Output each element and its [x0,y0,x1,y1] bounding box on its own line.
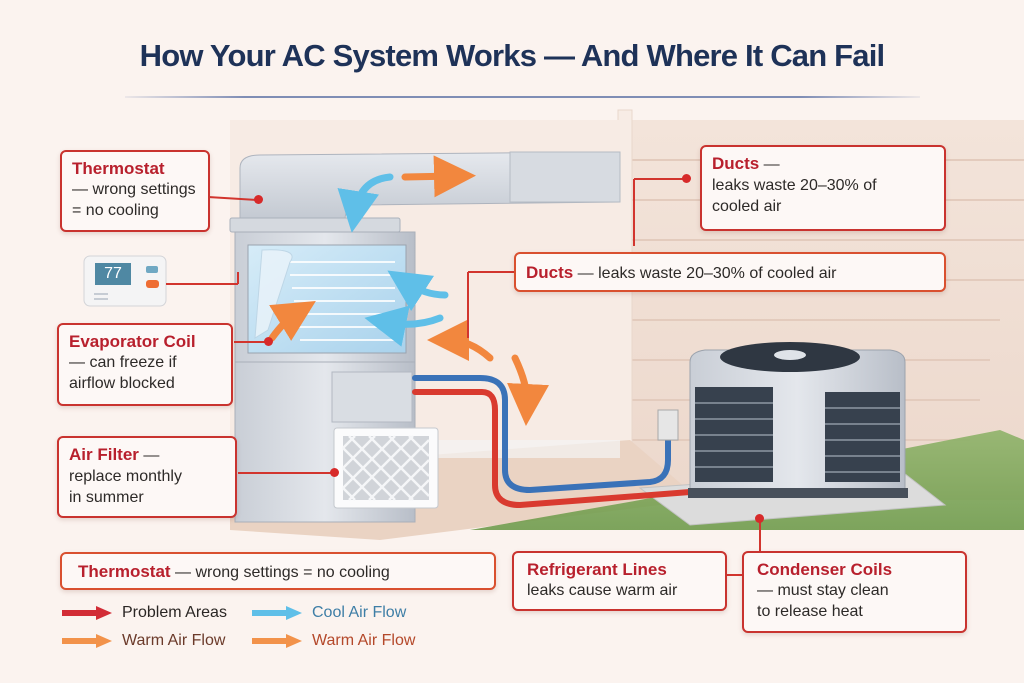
supply-duct [229,151,621,233]
callout-heading-suffix: — [759,156,780,173]
orange-arrow-icon [62,634,112,648]
callout-line: in summer [69,489,144,506]
callout-ducts-wide: Ducts — leaks waste 20–30% of cooled air [514,252,946,292]
legend: Problem Areas Cool Air Flow Warm Air Flo… [62,604,482,654]
filter-pointer-dot [330,468,339,477]
page-title: How Your AC System Works — And Where It … [139,38,886,73]
orange-arrow-icon [252,634,302,648]
legend-label: Problem Areas [122,604,227,621]
legend-item-warm-air-flow-2: Warm Air Flow [252,632,415,650]
callout-evaporator-coil: Evaporator Coil — can freeze if airflow … [57,323,233,406]
callout-heading: Thermostat [72,159,165,178]
legend-item-cool-air-flow: Cool Air Flow [252,604,406,622]
callout-line: — can freeze if [69,354,177,371]
thermostat-pointer-dot [254,195,263,204]
condenser-pointer-dot [755,514,764,523]
callout-line: leaks cause warm air [527,582,678,599]
callout-heading: Ducts [712,154,760,173]
legend-item-problem-areas: Problem Areas [62,604,227,622]
callout-line: — wrong settings [72,181,196,198]
callout-line: airflow blocked [69,375,175,392]
thermostat-device [83,255,167,307]
callout-refrigerant-lines: Refrigerant Lines leaks cause warm air [512,551,727,611]
evaporator-pointer-dot [264,337,273,346]
legend-item-warm-air-flow: Warm Air Flow [62,632,225,650]
red-arrow-icon [62,606,112,620]
callout-heading: Air Filter [69,445,139,464]
callout-thermostat: Thermostat — wrong settings = no cooling [60,150,210,232]
callout-heading: Refrigerant Lines [527,560,667,579]
callout-heading: Ducts [526,263,574,282]
warm-air-arrows [268,155,550,426]
callout-thermostat-wide: Thermostat — wrong settings = no cooling [60,552,496,590]
callout-line: to release heat [757,603,863,620]
callout-text: — wrong settings = no cooling [170,564,390,581]
legend-label: Warm Air Flow [312,632,416,649]
condenser-unit [688,342,908,498]
callout-heading-suffix: — [138,447,160,464]
callout-ducts-top: Ducts — leaks waste 20–30% of cooled air [700,145,946,231]
callout-text: — leaks waste 20–30% of cooled air [573,265,837,282]
callout-heading: Thermostat [78,562,171,581]
title-divider [125,96,920,98]
callout-air-filter: Air Filter — replace monthly in summer [57,436,237,518]
legend-label: Cool Air Flow [312,604,407,621]
air-handler [234,231,439,523]
blue-arrow-icon [252,606,302,620]
callout-line: = no cooling [72,202,159,219]
callout-heading: Evaporator Coil [69,332,196,351]
refrigerant-lines [412,375,693,509]
legend-label: Warm Air Flow [122,632,226,649]
callout-line: replace monthly [69,468,182,485]
callout-line: leaks waste 20–30% of [712,177,877,194]
callout-line: cooled air [712,198,782,215]
callout-line: — must stay clean [757,582,889,599]
callout-condenser-coils: Condenser Coils — must stay clean to rel… [742,551,967,633]
callout-heading: Condenser Coils [757,560,893,579]
ducts-pointer-dot [682,174,691,183]
thermostat-temperature: 77 [104,265,122,282]
